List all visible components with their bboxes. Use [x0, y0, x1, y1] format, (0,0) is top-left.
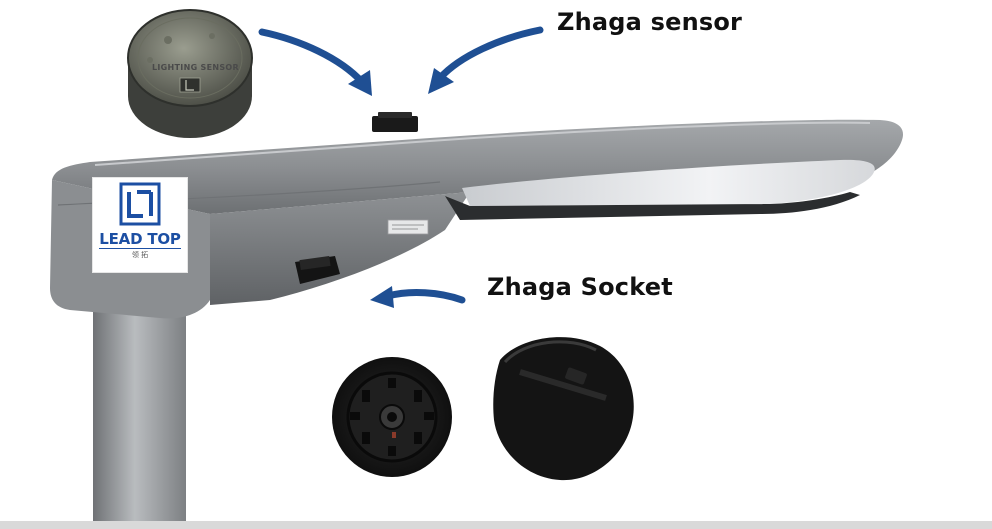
- bottom-divider: [0, 521, 992, 529]
- logo-brand-text: LEAD TOP: [99, 230, 181, 248]
- lighting-sensor-module: [127, 9, 253, 138]
- sensor-printed-text: LIGHTING SENSOR: [152, 63, 239, 72]
- curved-arrow-icon: [428, 26, 544, 94]
- zhaga-socket-front: [332, 357, 452, 477]
- lead-top-logo: LEAD TOP 领 拓: [93, 178, 187, 272]
- side-zhaga-socket: [295, 255, 340, 284]
- zhaga-sensor-label: Zhaga sensor: [557, 8, 743, 36]
- top-zhaga-socket: [372, 112, 418, 132]
- luminaire-housing: [50, 119, 904, 319]
- zhaga-socket-cap: [493, 337, 634, 481]
- pole: [93, 296, 186, 529]
- logo-subtitle: 领 拓: [131, 251, 149, 259]
- zhaga-socket-label: Zhaga Socket: [487, 273, 673, 301]
- curved-arrow-icon: [370, 286, 466, 308]
- logo-divider: [99, 248, 181, 249]
- curved-arrow-icon: [258, 28, 372, 96]
- logo-icon: [119, 182, 161, 226]
